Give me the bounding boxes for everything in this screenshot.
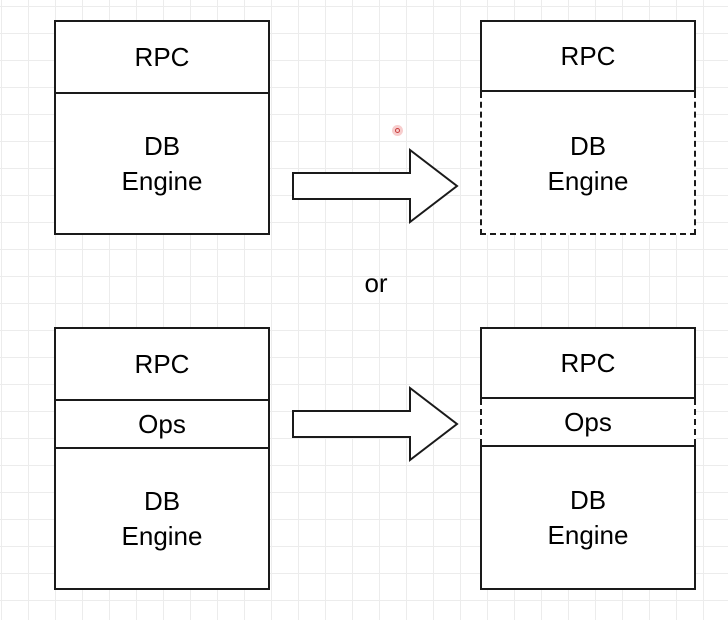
cursor-indicator-icon [392,125,403,136]
bottom-right-ops-right-border [694,399,696,445]
top-right-engine-left-border [480,92,482,235]
top-right-rpc-layer: RPC [480,20,696,92]
top-right-engine-label-line2: Engine [547,165,629,196]
top-left-divider [54,92,270,94]
bottom-right-rpc-label: RPC [560,347,616,378]
bottom-left-engine-layer: DB Engine [56,449,268,588]
bottom-right-ops-left-border [480,399,482,445]
top-left-rpc-label: RPC [134,41,190,72]
bottom-left-engine-label-line1: DB [143,485,181,516]
top-left-engine-label-line2: Engine [121,165,203,196]
bottom-left-divider-2 [54,447,270,449]
bottom-right-stack: RPC Ops DB Engine [480,327,696,590]
bottom-right-engine-label-line2: Engine [547,519,629,550]
bottom-left-divider-1 [54,399,270,401]
bottom-right-ops-label: Ops [564,406,612,437]
top-right-stack: RPC DB Engine [480,20,696,235]
bottom-left-rpc-layer: RPC [56,329,268,399]
or-separator: or [364,268,388,298]
bottom-left-ops-layer: Ops [56,401,268,447]
top-left-stack: RPC DB Engine [54,20,270,235]
top-arrow-icon [292,147,459,225]
top-right-engine-label-line1: DB [569,130,607,161]
bottom-right-engine-layer: DB Engine [480,445,696,590]
top-right-engine-bottom-border [480,233,696,235]
top-right-rpc-label: RPC [560,40,616,71]
top-left-engine-layer: DB Engine [56,94,268,233]
bottom-right-rpc-layer: RPC [480,327,696,399]
top-right-engine-right-border [694,92,696,235]
top-left-engine-label-line1: DB [143,130,181,161]
bottom-right-ops-layer: Ops [480,399,696,445]
bottom-left-engine-label-line2: Engine [121,520,203,551]
bottom-left-rpc-label: RPC [134,348,190,379]
bottom-right-engine-label-line1: DB [569,484,607,515]
bottom-left-ops-label: Ops [138,408,186,439]
bottom-left-stack: RPC Ops DB Engine [54,327,270,590]
bottom-arrow-icon [292,385,459,463]
top-left-rpc-layer: RPC [56,22,268,92]
top-right-engine-layer: DB Engine [480,92,696,235]
